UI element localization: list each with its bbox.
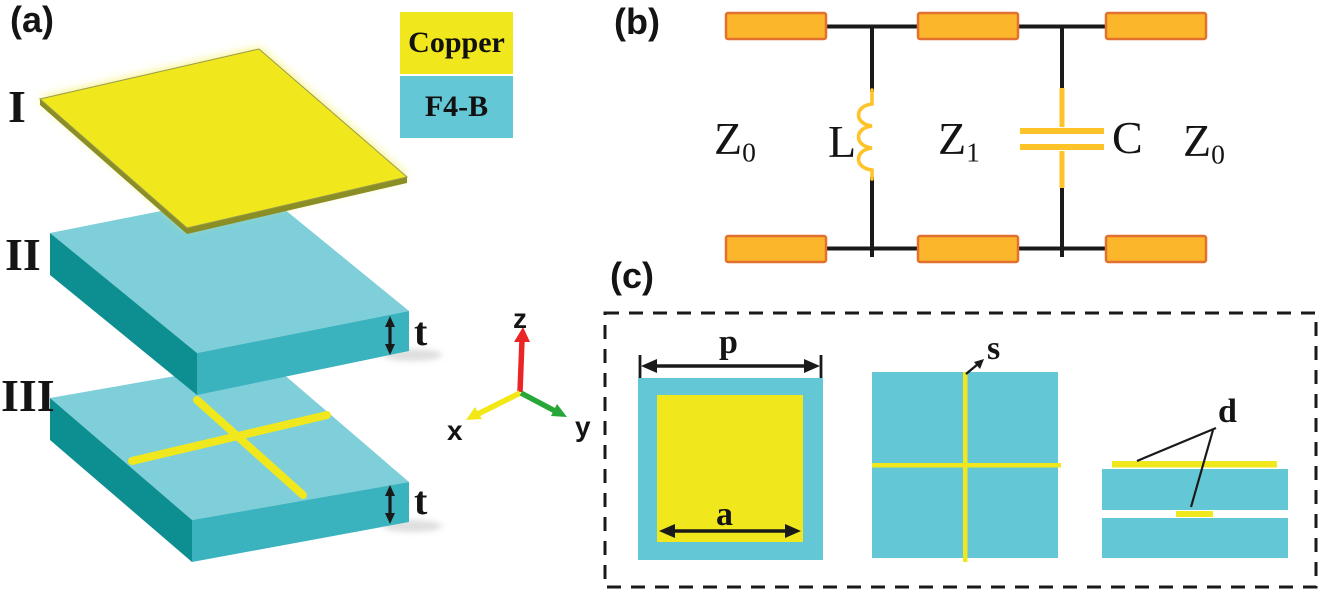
microstrip-top-1 (724, 11, 828, 41)
axis-x-label: x (447, 415, 463, 446)
panel-a-label: (a) (10, 0, 54, 40)
block-iii-left-face (50, 398, 192, 562)
copper-cross-arm-vertical (193, 396, 307, 499)
block-ii-front-face (197, 311, 409, 395)
layer-i-label: I (8, 81, 26, 132)
unit-cell-dashed-box (603, 311, 1318, 589)
dimension-s-label: s (987, 330, 1001, 367)
layer-ii-label: II (5, 229, 41, 280)
dimension-p-label: p (719, 324, 738, 361)
capacitor-plate-top (1020, 128, 1104, 134)
capacitor-plate-bottom (1020, 144, 1104, 150)
axis-z-arrow (514, 327, 530, 393)
inductor-label: L (828, 116, 857, 167)
legend-f4b-swatch: F4-B (400, 76, 513, 138)
layer-iii-label: III (1, 370, 55, 421)
microstrip-bottom-1 (724, 234, 828, 264)
thickness-arrow-iii (385, 485, 395, 524)
patch-copper-square (657, 395, 803, 542)
panel-c-label: (c) (610, 255, 654, 296)
capacitor-label: C (1112, 112, 1143, 163)
slot-horizontal-line (872, 463, 1061, 468)
slot-s-pointer-arrow (965, 359, 984, 375)
block-ii-top-face (50, 191, 409, 353)
impedance-z0-left: Z0 (714, 113, 756, 168)
axis-z-label: z (513, 303, 527, 334)
sideview-copper-top (1112, 461, 1277, 468)
thickness-arrow-ii (385, 316, 395, 355)
copper-cross-arm-horizontal (128, 411, 331, 465)
microstrip-bottom-2 (916, 234, 1020, 264)
thickness-label-iii: t (414, 478, 428, 523)
microstrip-top-2 (916, 11, 1020, 41)
dimension-p-arrow (638, 355, 823, 378)
microstrip-bottom-3 (1104, 234, 1208, 264)
dimension-d-pointer-lines (1136, 426, 1217, 508)
axis-y-label: y (575, 411, 591, 442)
panel-b-label: (b) (614, 1, 660, 42)
impedance-z0-right: Z0 (1183, 115, 1225, 170)
block-ii-left-face (50, 233, 197, 395)
sideview-copper-middle (1176, 511, 1213, 517)
copper-plate-edge (40, 99, 407, 234)
legend-copper-swatch: Copper (400, 12, 513, 74)
copper-plate-top (38, 48, 409, 229)
legend-copper-label: Copper (408, 26, 505, 59)
legend-f4b-label: F4-B (424, 90, 489, 123)
thickness-label-ii: t (414, 309, 428, 354)
inductor-coil (856, 88, 874, 181)
axis-y-arrow (519, 390, 567, 417)
microstrip-top-3 (1104, 11, 1208, 41)
dimension-a-label: a (716, 496, 733, 533)
dimension-a-arrow (659, 524, 801, 538)
sideview-substrate-lower (1102, 518, 1288, 558)
axis-x-arrow (466, 390, 522, 420)
dimension-d-label: d (1218, 393, 1237, 430)
block-iii-front-face (192, 482, 409, 562)
impedance-z1: Z1 (938, 113, 980, 168)
